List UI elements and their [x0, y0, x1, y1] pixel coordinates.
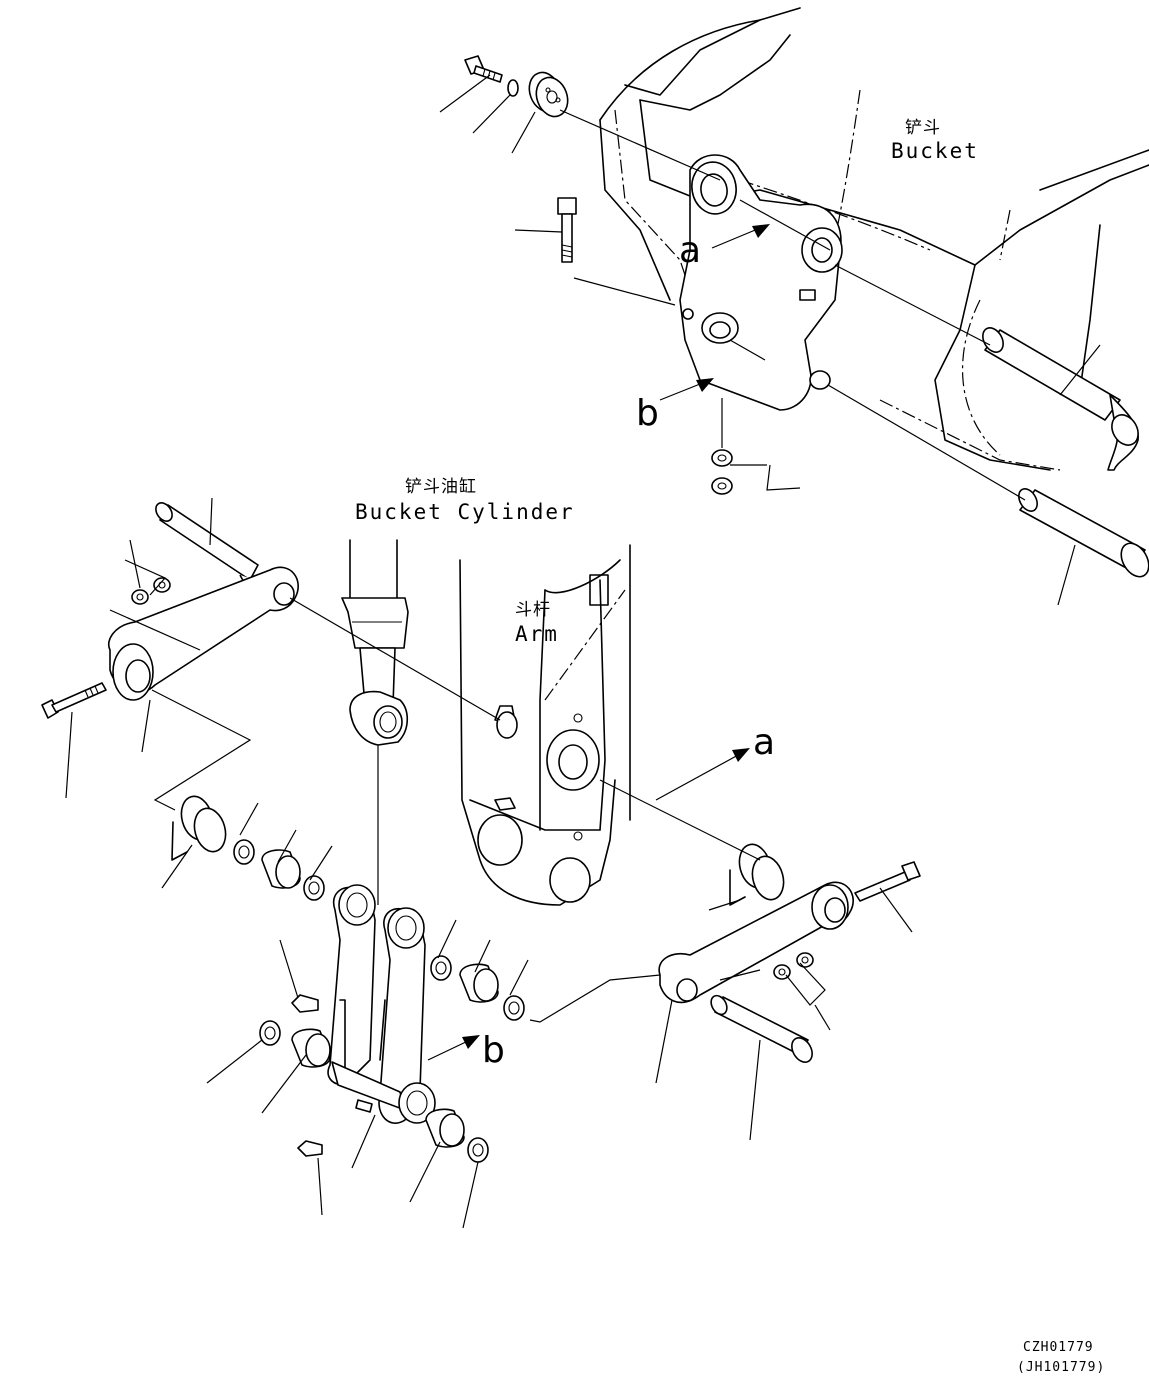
- bucket-label-cn: 铲斗: [905, 118, 941, 138]
- right-link: [658, 843, 921, 1063]
- direction-arrows: [427, 224, 770, 1061]
- bucket-cylinder-label-cn: 铲斗油缸: [405, 477, 477, 497]
- marker-b-top: b: [636, 393, 659, 434]
- arm-label-cn: 斗杆: [515, 600, 551, 620]
- stopper-bolt: [557, 197, 577, 263]
- marker-a-right: a: [753, 722, 776, 763]
- leader-lines: [65, 74, 1101, 1229]
- drawing-code: CZH01779: [1023, 1340, 1094, 1355]
- bucket-nuts: [711, 449, 733, 495]
- marker-a-top: a: [679, 230, 702, 271]
- h-link: [259, 884, 525, 1163]
- marker-b-bottom: b: [482, 1030, 505, 1071]
- bucket-label-en: Bucket: [891, 139, 979, 163]
- arm-label-en: Arm: [515, 622, 559, 646]
- arm: [459, 544, 631, 906]
- bucket-pins: [982, 327, 1149, 578]
- bucket: [599, 7, 1149, 471]
- bucket-cylinder: [341, 539, 409, 746]
- left-link: [41, 502, 325, 901]
- top-bolt-washer-collar: [464, 55, 569, 118]
- assembly-lines: [109, 109, 1026, 1023]
- drawing-code-alt: (JH101779): [1017, 1360, 1106, 1375]
- bucket-cylinder-label-en: Bucket Cylinder: [355, 500, 575, 524]
